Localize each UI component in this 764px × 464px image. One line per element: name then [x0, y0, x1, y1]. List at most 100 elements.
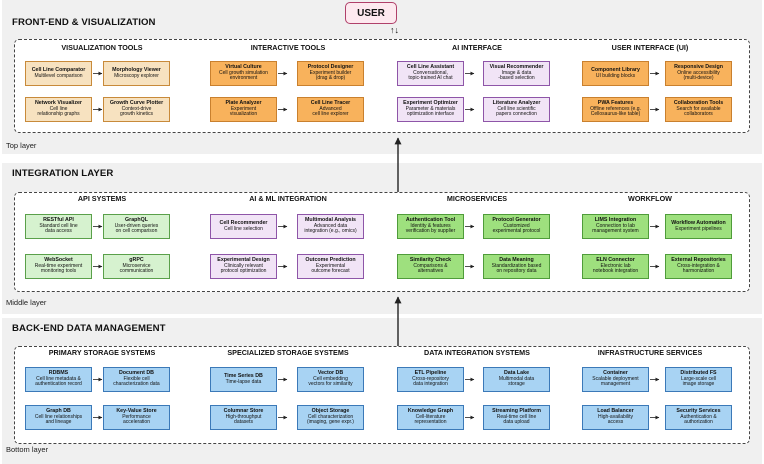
node-title: Workflow Automation	[671, 219, 726, 226]
node-title: LIMS Integration	[594, 216, 637, 223]
group-title-specialized-storage-systems: SPECIALIZED STORAGE SYSTEMS	[227, 348, 349, 357]
node-title: Key-Value Store	[116, 407, 157, 414]
layer-footer: Middle layer	[6, 298, 47, 307]
node-desc: authorization	[684, 419, 713, 426]
node-title: Load Balancer	[597, 407, 634, 414]
node-desc: optimization interface	[406, 111, 455, 118]
node-desc: access	[607, 419, 624, 426]
node-desc: High-availability	[597, 413, 633, 420]
node-desc: visualization	[229, 111, 258, 118]
node-desc: datasets	[234, 419, 253, 426]
node-desc: Search for available	[676, 105, 721, 112]
layer-title: INTEGRATION LAYER	[12, 168, 114, 179]
node-desc: Cell line relationships	[34, 413, 83, 420]
node-desc: Connection to lab	[596, 222, 635, 229]
node-desc: experimental protocol	[492, 228, 541, 235]
node-desc: data upload	[503, 419, 530, 426]
node-title: Cell Line Assistant	[406, 63, 455, 70]
node-title: ETL Pipeline	[414, 369, 447, 376]
node-desc: Cell-literature	[415, 413, 446, 420]
group-title-primary-storage-systems: PRIMARY STORAGE SYSTEMS	[48, 348, 156, 357]
node-desc: Scalable deployment	[592, 375, 639, 382]
node-desc: communication	[119, 268, 154, 275]
node-desc: Online accessibility	[677, 69, 720, 76]
node-desc: Large-scale cell	[680, 375, 717, 382]
node-desc: Multimodal data	[498, 375, 535, 382]
node-title: Authentication Tool	[405, 216, 456, 223]
node-title: Growth Curve Plotter	[109, 99, 164, 106]
node-title: Vector DB	[317, 369, 344, 376]
node-desc: Flexible cell	[123, 375, 150, 382]
node-desc: Cellosaurus-like table)	[590, 111, 641, 118]
group-title-interactive-tools: INTERACTIVE TOOLS	[250, 43, 326, 52]
group-title-visualization-tools: VISUALIZATION TOOLS	[61, 43, 143, 52]
node-desc: Cell line selection	[224, 225, 263, 232]
node-desc: and lineage	[45, 419, 72, 426]
group-title-workflow: WORKFLOW	[628, 194, 672, 203]
node-title: Collaboration Tools	[673, 99, 724, 106]
node-desc: papers connection	[496, 111, 537, 118]
node-title: Security Services	[676, 407, 721, 414]
node-title: Experiment Optimizer	[403, 99, 458, 106]
node-desc: management	[600, 381, 631, 388]
node-desc: data access	[45, 228, 72, 235]
node-title: Plate Analyzer	[225, 99, 262, 106]
node-title: Morphology Viewer	[112, 66, 161, 73]
node-title: Object Storage	[311, 407, 350, 414]
node-desc: UI building blocks	[595, 72, 636, 79]
node-title: Data Lake	[503, 369, 530, 376]
node-desc: Real-time cell line	[496, 413, 537, 420]
node-desc: Image & data	[501, 69, 532, 76]
node-desc: Cell line metadata &	[36, 375, 81, 382]
node-desc: relationship graphs	[37, 111, 80, 118]
node-desc: Experiment pipelines	[675, 225, 722, 232]
node-desc: (drag & drop)	[315, 75, 346, 82]
node-desc: High-throughput	[225, 413, 262, 420]
node-title: Distributed FS	[680, 369, 717, 376]
node-title: Graph DB	[46, 407, 71, 414]
node-desc: (imaging, gene expr.)	[307, 419, 354, 426]
node-desc: integration (e.g., omics)	[304, 228, 357, 235]
node-desc: Authentication &	[680, 413, 717, 420]
node-title: WebSocket	[44, 256, 73, 263]
node-desc: Experiment	[230, 105, 257, 112]
node-desc: Offline references (e.g.	[590, 105, 641, 112]
node-title: Visual Recommender	[489, 63, 544, 70]
node-desc: Cell growth simulation	[219, 69, 268, 76]
node-desc: Conversational,	[413, 69, 448, 76]
node-desc: Cell characterization	[307, 413, 354, 420]
node-title: Streaming Platform	[492, 407, 541, 414]
node-desc: representation	[414, 419, 447, 426]
node-title: Container	[603, 369, 628, 376]
node-desc: characterization data	[113, 381, 160, 388]
node-desc: Performance	[122, 413, 151, 420]
node-desc: alternatives	[417, 268, 444, 275]
node-desc: Comparisons &	[413, 262, 448, 269]
node-desc: authentication record	[35, 381, 82, 388]
node-title: Time Series DB	[224, 372, 263, 379]
node-title: GraphQL	[125, 216, 148, 223]
